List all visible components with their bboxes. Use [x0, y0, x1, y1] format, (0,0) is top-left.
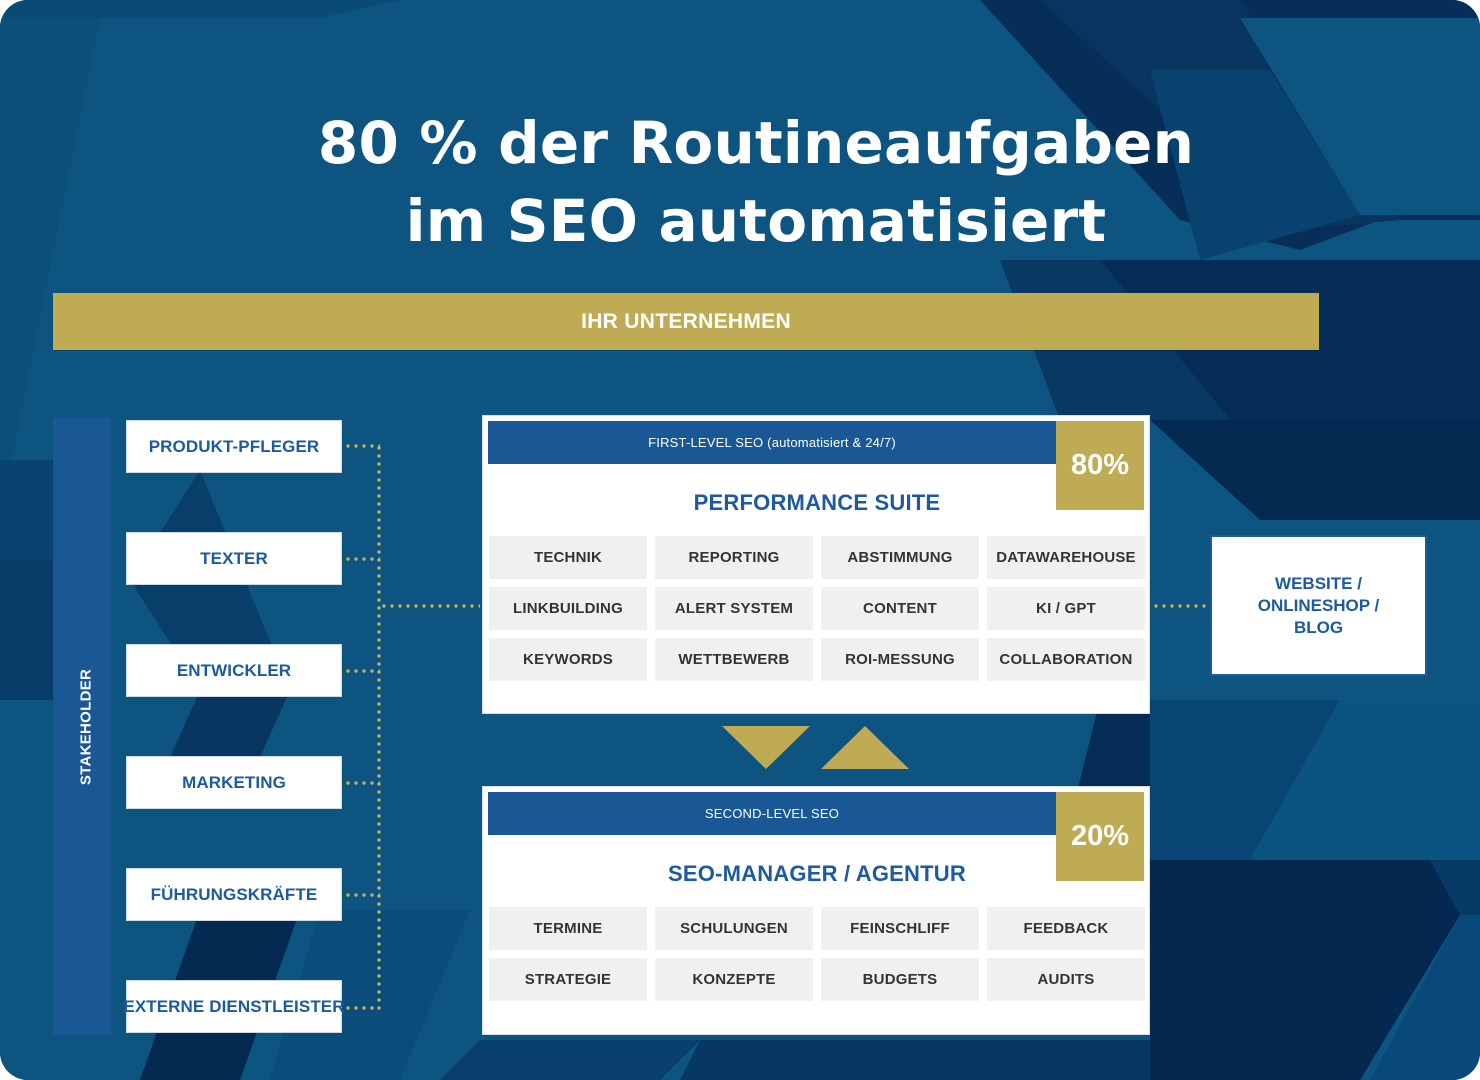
task-cell: KEYWORDS	[489, 638, 647, 681]
title-line-2: im SEO automatisiert	[405, 187, 1107, 255]
title-line-1: 80 % der Routineaufgaben	[317, 109, 1195, 177]
task-cell: FEEDBACK	[987, 907, 1145, 950]
connector-dots-to-suite	[380, 604, 480, 608]
first-level-percentage: 80%	[1056, 421, 1144, 510]
task-cell: REPORTING	[655, 536, 813, 579]
arrow-up-icon	[821, 726, 909, 769]
website-line-1: WEBSITE /	[1275, 573, 1362, 593]
second-level-panel: SECOND-LEVEL SEO 20% SEO-MANAGER / AGENT…	[482, 786, 1150, 1035]
page-title: 80 % der Routineaufgaben im SEO automati…	[0, 104, 1480, 260]
task-cell: KONZEPTE	[655, 958, 813, 1001]
stakeholder-bar	[53, 418, 111, 1035]
performance-suite-title: PERFORMANCE SUITE	[693, 490, 941, 515]
seo-manager-title: SEO-MANAGER / AGENTUR	[668, 861, 966, 886]
second-level-percentage: 20%	[1056, 792, 1144, 881]
connector-dots	[344, 1006, 380, 1010]
task-cell: FEINSCHLIFF	[821, 907, 979, 950]
connector-dots-to-website	[1152, 604, 1208, 608]
website-line-2: ONLINESHOP /	[1257, 595, 1380, 615]
task-cell: COLLABORATION	[987, 638, 1145, 681]
task-cell: ABSTIMMUNG	[821, 536, 979, 579]
stakeholder-marketing: MARKETING	[126, 756, 342, 809]
task-cell: TERMINE	[489, 907, 647, 950]
second-level-grid: TERMINE SCHULUNGEN FEINSCHLIFF FEEDBACK …	[489, 907, 1145, 1001]
website-line-3: BLOG	[1293, 617, 1344, 637]
company-bar-label: IHR UNTERNEHMEN	[581, 309, 791, 333]
stakeholder-produkt-pfleger: PRODUKT-PFLEGER	[126, 420, 342, 473]
stakeholder-fuehrungskraefte: FÜHRUNGSKRÄFTE	[126, 868, 342, 921]
task-cell: KI / GPT	[987, 587, 1145, 630]
first-level-header: FIRST-LEVEL SEO (automatisiert & 24/7)	[488, 421, 1056, 464]
connector-dots	[344, 669, 380, 673]
task-cell: STRATEGIE	[489, 958, 647, 1001]
first-level-panel: FIRST-LEVEL SEO (automatisiert & 24/7) 8…	[482, 415, 1150, 714]
task-cell: DATAWAREHOUSE	[987, 536, 1145, 579]
task-cell: ROI-MESSUNG	[821, 638, 979, 681]
stakeholder-texter: TEXTER	[126, 532, 342, 585]
task-cell: CONTENT	[821, 587, 979, 630]
connector-dots	[344, 557, 380, 561]
connector-dots	[344, 781, 380, 785]
task-cell: LINKBUILDING	[489, 587, 647, 630]
arrow-down-icon	[722, 726, 810, 769]
task-cell: ALERT SYSTEM	[655, 587, 813, 630]
connector-dots-vertical	[377, 444, 381, 1010]
second-level-header: SECOND-LEVEL SEO	[488, 792, 1056, 835]
connector-dots	[344, 444, 380, 448]
stakeholder-label: STAKEHOLDER	[77, 668, 95, 786]
task-cell: WETTBEWERB	[655, 638, 813, 681]
task-cell: BUDGETS	[821, 958, 979, 1001]
connector-dots	[344, 893, 380, 897]
company-bar: IHR UNTERNEHMEN	[53, 293, 1319, 350]
task-cell: AUDITS	[987, 958, 1145, 1001]
first-level-grid: TECHNIK REPORTING ABSTIMMUNG DATAWAREHOU…	[489, 536, 1145, 681]
task-cell: TECHNIK	[489, 536, 647, 579]
stakeholder-entwickler: ENTWICKLER	[126, 644, 342, 697]
website-onlineshop-blog-box: WEBSITE / ONLINESHOP / BLOG	[1210, 535, 1427, 676]
stakeholder-externe-dienstleister: EXTERNE DIENSTLEISTER	[123, 980, 345, 1033]
task-cell: SCHULUNGEN	[655, 907, 813, 950]
